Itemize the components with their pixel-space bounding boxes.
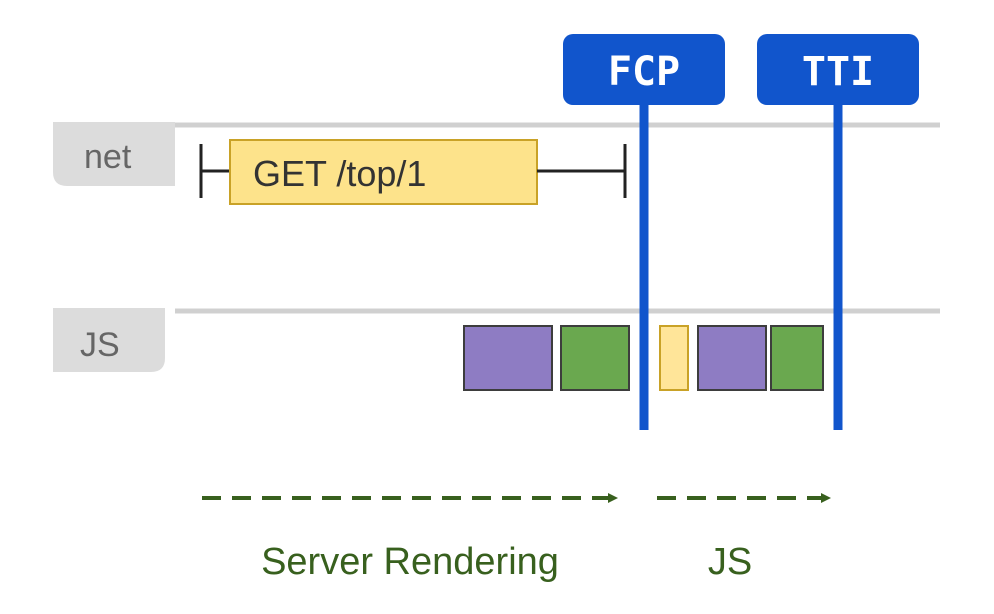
fcp-label: FCP bbox=[608, 49, 680, 95]
js-tasks bbox=[463, 325, 824, 391]
tti-marker: TTI bbox=[757, 34, 919, 430]
js-task-block bbox=[560, 325, 630, 391]
tti-badge bbox=[757, 34, 919, 105]
network-request: GET /top/1 bbox=[199, 139, 627, 205]
tti-label: TTI bbox=[802, 49, 874, 95]
js-lane-label: JS bbox=[53, 308, 165, 372]
js-label-text: JS bbox=[80, 326, 120, 364]
js-task-block bbox=[697, 325, 767, 391]
fcp-badge bbox=[563, 34, 725, 105]
net-label-text: net bbox=[84, 138, 132, 176]
net-lane-label: net bbox=[53, 122, 175, 186]
server-rendering-label: Server Rendering bbox=[261, 541, 559, 583]
js-task-block bbox=[659, 325, 689, 391]
fcp-marker: FCP bbox=[563, 34, 725, 430]
js-task-block bbox=[463, 325, 553, 391]
request-label: GET /top/1 bbox=[253, 153, 426, 194]
request-box bbox=[229, 139, 538, 205]
js-task-block bbox=[770, 325, 824, 391]
js-phase-label: JS bbox=[708, 541, 752, 583]
